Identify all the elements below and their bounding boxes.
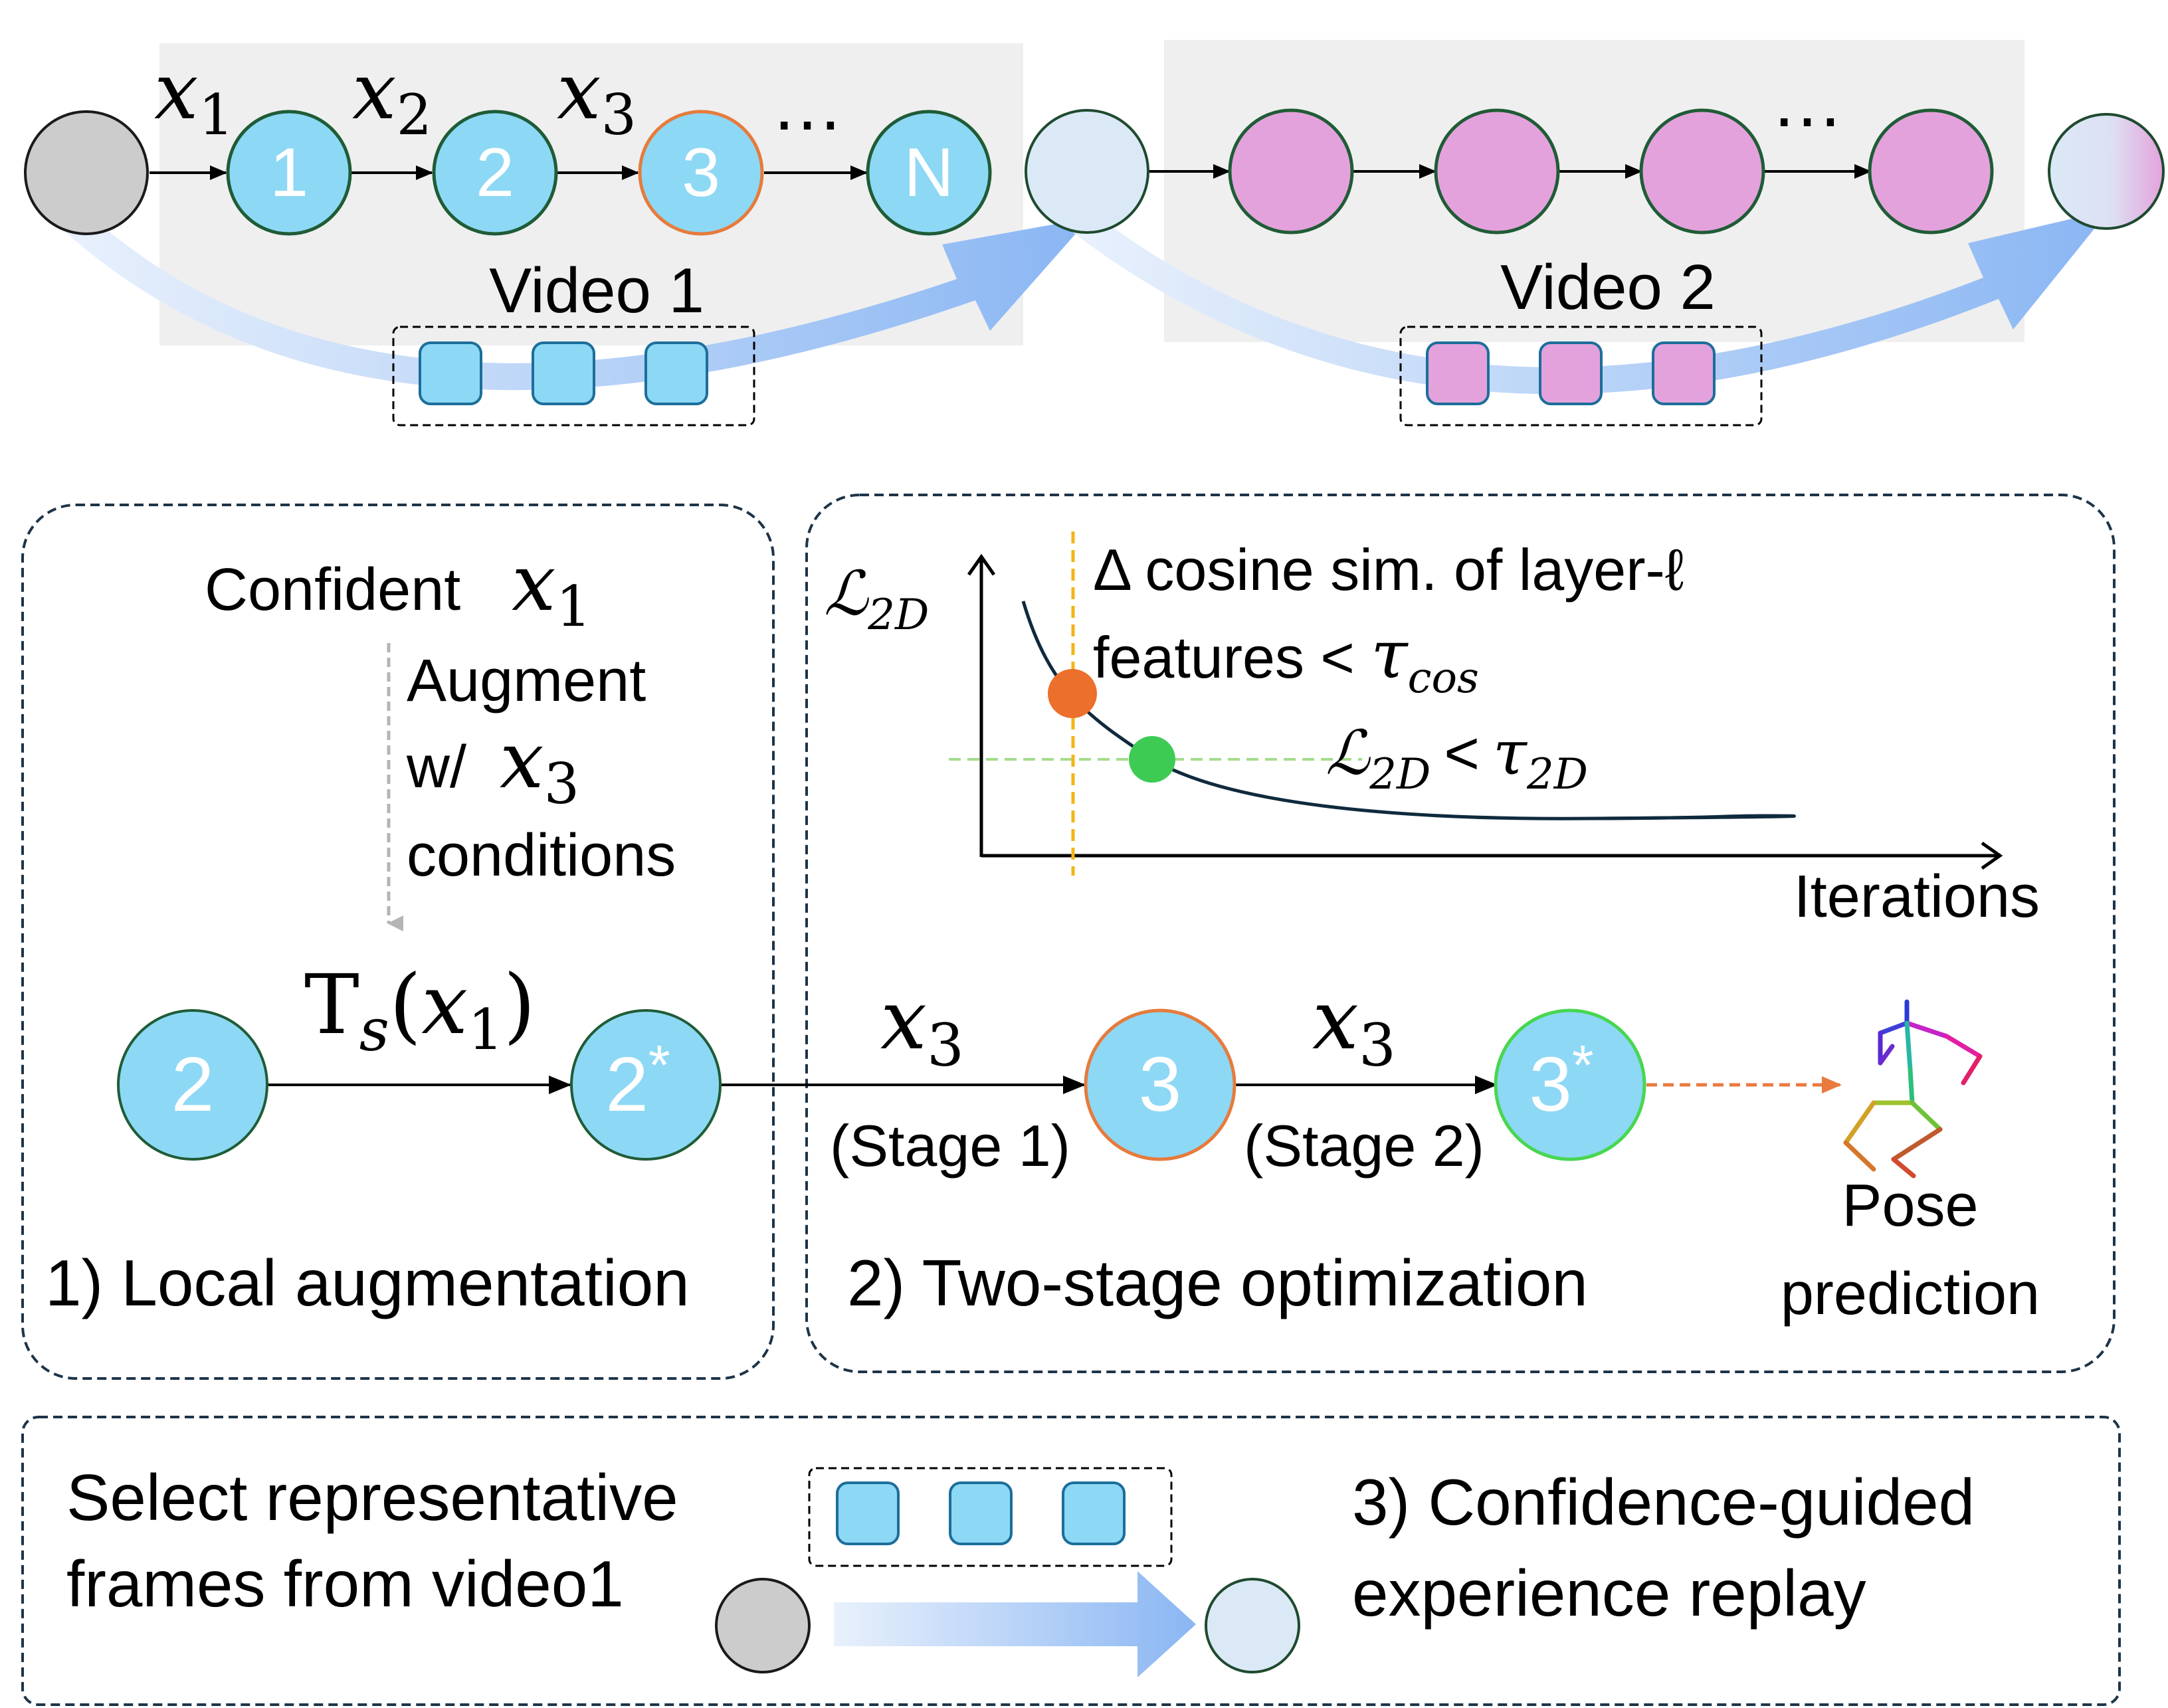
two-stage-optimization-panel: ℒ2D Δ cosine sim. of layer-ℓ features < … [722,494,2116,1373]
node-label: 2* [605,1034,670,1127]
replay-transfer-arrow [834,1571,1196,1677]
frame-node-2-original [117,1009,268,1161]
video2-frame-node [1434,108,1560,235]
pose-label-line2: prediction [1781,1261,2040,1327]
panel2-title: 2) Two-stage optimization [847,1246,1588,1319]
video1-buffer [392,326,755,427]
buffer-frame-icon [1062,1481,1126,1545]
frame-node-2-augmented [570,1009,722,1161]
buffer-frame-icon [532,341,595,405]
cosine-annotation-line1: Δ cosine sim. of layer-ℓ [1093,537,1684,603]
x-axis-arrowhead [1981,841,2003,870]
node-label: 3* [1529,1034,1593,1127]
frame-node-3-stage2 [1494,1008,1646,1161]
panel-border [805,494,2116,1373]
video2-label: Video 2 [1500,252,1716,323]
augment-line3: conditions [407,822,676,889]
buffer-frame-icon [949,1481,1013,1545]
video2-frame-node [1639,108,1765,235]
frame-node-1 [226,110,352,236]
y-axis-arrowhead [967,553,996,576]
panel-border [21,504,775,1380]
video2-frame-node [1868,108,1994,235]
x-axis-label: Iterations [1794,864,2040,930]
panel1-title: 1) Local augmentation [45,1246,690,1319]
frame-node-2 [432,110,558,236]
pose-skeleton-icon [1843,999,1983,1179]
initial-model-node [24,110,149,235]
stage2-label: (Stage 2) [1244,1113,1484,1179]
stage1-label: (Stage 1) [830,1113,1070,1179]
replay-arrow-video1 [58,206,1090,391]
buffer-frame-icon [1539,341,1603,405]
node-label: 1 [270,134,308,211]
loss-curve-chart: ℒ2D Δ cosine sim. of layer-ℓ features < … [824,531,2040,930]
buffer-frame-icon [1652,341,1716,405]
augment-line2-prefix: w/ [406,734,466,801]
loss-curve [1021,601,1796,820]
cosine-annotation-line2: features < τcos [1093,616,1479,703]
panel-border [21,1416,2121,1706]
edge-label-x2: x2 [352,45,432,147]
video-stream-row: 1 2 3 N x1 x2 x3 … … Video 1 Video 2 [24,40,2165,427]
select-text-line2: frames from video1 [66,1547,624,1620]
node-label: N [904,134,953,211]
buffer-frame-icon [644,341,708,405]
transform-label: Ts(x1) [304,957,536,1064]
panel3-title-line2: experience replay [1352,1557,1866,1630]
buffer-frame-icon [1426,341,1490,405]
edge-label-x1: x1 [154,45,234,147]
loss-curve-tail [1594,814,1760,820]
stage2-variable: x3 [1312,973,1396,1080]
video2-frame-node [1228,108,1354,235]
y-axis-label: ℒ2D [824,558,929,640]
replay-arrow-video2 [1073,210,2110,395]
video2-buffer [1399,326,1763,427]
pose-label-line1: Pose [1842,1173,1978,1239]
edge-label-x3: x3 [557,45,637,147]
frame-node-n [866,110,992,236]
stage1-variable: x3 [880,973,964,1080]
target-model-node [1205,1578,1300,1673]
ellipsis: … [1771,60,1844,142]
buffer-frame-icon [419,341,482,405]
frame-node-3-stage1 [1084,1008,1236,1161]
node-label: 2 [171,1041,215,1127]
local-augmentation-panel: Confident x1 Augment w/ x3 conditions Ts… [21,504,775,1380]
select-text-line1: Select representative [66,1461,678,1534]
panel3-title-line1: 3) Confidence-guided [1352,1466,1975,1539]
loss-threshold-annotation: ℒ2D<τ2D [1326,717,1588,799]
confident-label: Confident [205,557,460,623]
loss-stop-point [1129,736,1175,783]
experience-replay-panel: Select representative frames from video1… [21,1416,2121,1706]
node-label: 3 [1139,1041,1182,1127]
video1-label: Video 1 [489,255,704,326]
augment-variable: x3 [500,714,579,816]
augment-line1: Augment [407,648,646,714]
buffer-frame-icon [836,1481,900,1545]
final-model-node [2048,113,2165,230]
confident-variable: x1 [512,537,591,639]
node-label: 2 [476,134,514,211]
cosine-stop-point [1048,669,1097,718]
frame-node-3 [638,110,764,236]
source-model-node [715,1578,811,1673]
node-label: 3 [682,134,720,211]
ellipsis: … [771,64,844,145]
adapted-model-node [1025,109,1149,234]
